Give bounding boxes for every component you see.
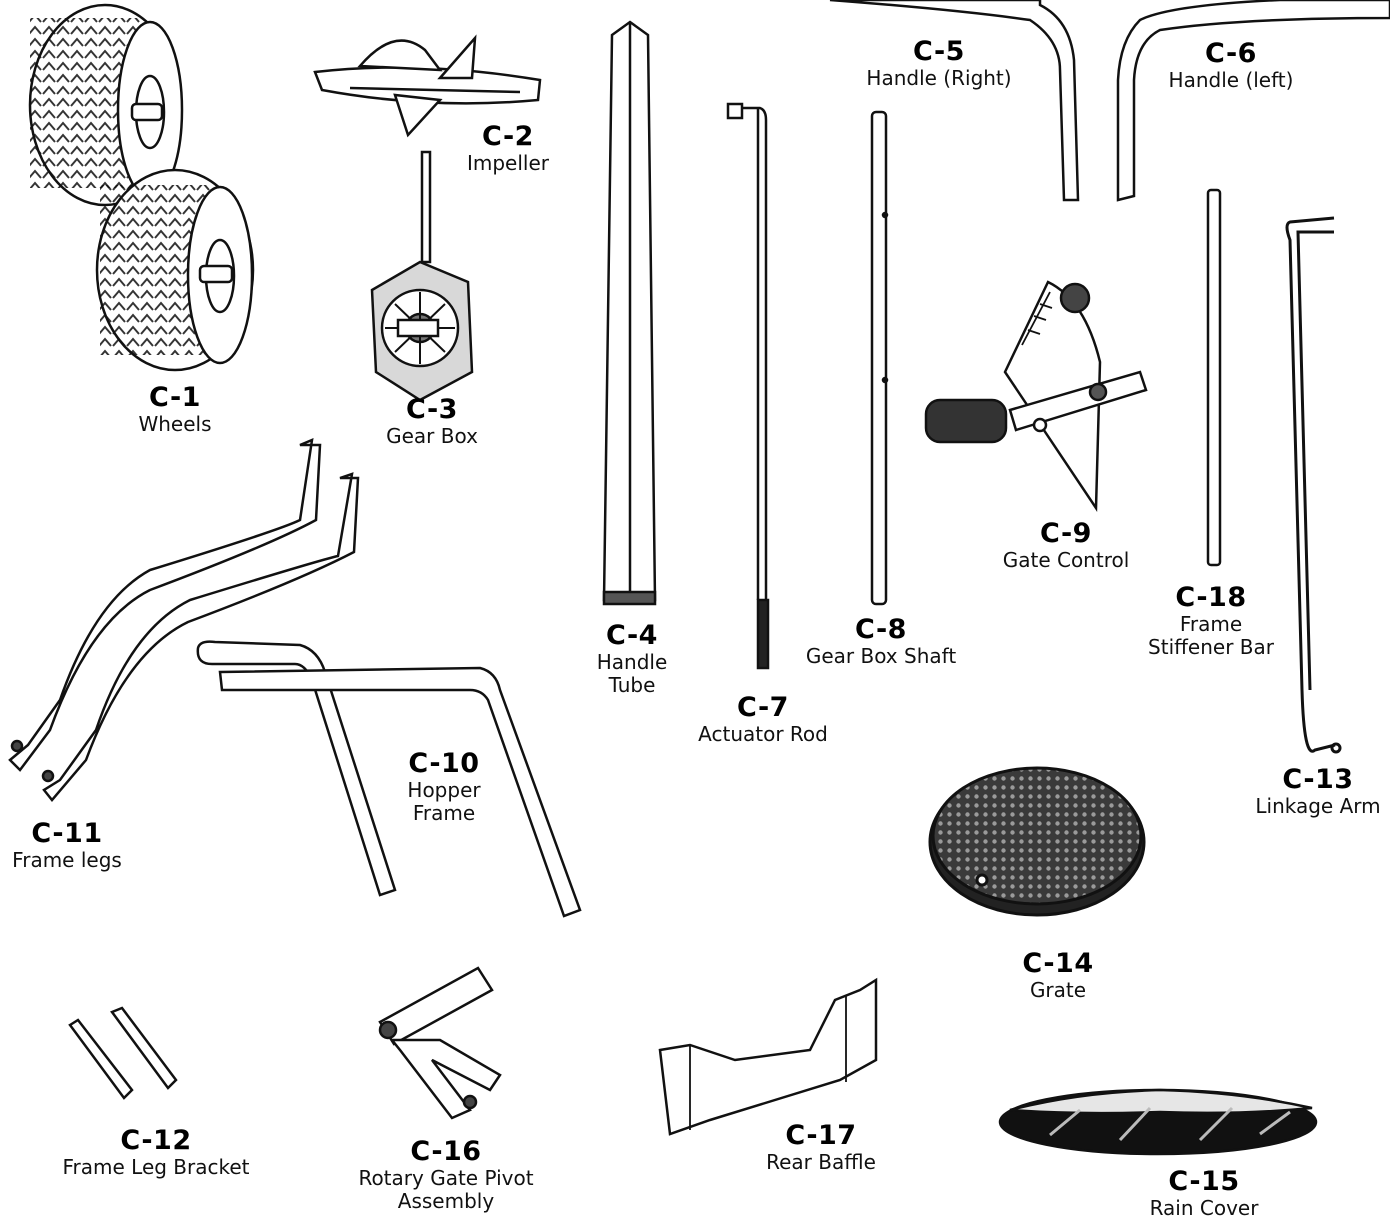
part-name: Wheels: [138, 412, 212, 437]
part-name: Gear Box: [386, 424, 478, 449]
part-code: C-9: [1040, 518, 1092, 549]
part-label-c12: C-12 Frame Leg Bracket: [62, 1125, 249, 1179]
part-label-c13: C-13 Linkage Arm: [1255, 764, 1380, 818]
part-name: Impeller: [466, 151, 550, 176]
part-label-c10: C-10 Hopper Frame: [407, 748, 480, 825]
part-code: C-6: [1205, 38, 1257, 69]
part-label-c6: C-6 Handle (left): [1169, 38, 1294, 92]
part-name: Rotary Gate Pivot Assembly: [358, 1166, 534, 1214]
actuator-rod-drawing: [726, 102, 770, 670]
part-name: Actuator Rod: [698, 722, 828, 747]
part-label-c2: C-2 Impeller: [467, 121, 549, 175]
frame-legs-drawing: [8, 437, 360, 802]
part-name: Gate Control: [1002, 548, 1130, 573]
part-name: Handle (Right): [866, 66, 1012, 91]
part-code: C-4: [606, 620, 658, 651]
part-label-c3: C-3 Gear Box: [386, 394, 478, 448]
part-code: C-13: [1282, 764, 1354, 795]
part-code: C-11: [31, 818, 103, 849]
part-name: Rear Baffle: [766, 1150, 876, 1175]
part-label-c14: C-14 Grate: [1022, 948, 1093, 1002]
part-code: C-15: [1168, 1166, 1240, 1197]
part-name: Hopper Frame: [407, 778, 481, 826]
part-code: C-17: [785, 1120, 857, 1151]
part-name: Gear Box Shaft: [805, 644, 957, 669]
part-code: C-18: [1175, 582, 1247, 613]
linkage-arm-drawing: [1285, 216, 1342, 754]
part-code: C-1: [149, 382, 201, 413]
gear-box-drawing: [370, 150, 474, 402]
part-code: C-7: [737, 692, 789, 723]
part-label-c5: C-5 Handle (Right): [866, 36, 1011, 90]
handles-drawing: [829, 0, 1390, 202]
part-name: Rain Cover: [1149, 1196, 1259, 1221]
rotary-gate-pivot-assembly-drawing: [378, 966, 502, 1120]
frame-stiffener-bar-drawing: [1206, 188, 1222, 567]
part-name: Grate: [1029, 978, 1087, 1003]
handle-tube-drawing: [602, 20, 657, 606]
gate-control-drawing: [924, 280, 1148, 512]
part-code: C-5: [913, 36, 965, 67]
rear-baffle-drawing: [658, 977, 878, 1136]
part-code: C-14: [1022, 948, 1094, 979]
part-label-c4: C-4 Handle Tube: [597, 620, 668, 697]
part-name: Frame Stiffener Bar: [1148, 612, 1274, 660]
part-label-c11: C-11 Frame legs: [12, 818, 122, 872]
part-label-c8: C-8 Gear Box Shaft: [806, 614, 956, 668]
part-name: Frame legs: [12, 848, 122, 873]
part-label-c17: C-17 Rear Baffle: [766, 1120, 876, 1174]
wheels-drawing: [28, 3, 255, 372]
part-name: Handle Tube: [596, 650, 668, 698]
part-code: C-3: [406, 394, 458, 425]
part-code: C-16: [410, 1136, 482, 1167]
part-label-c18: C-18 Frame Stiffener Bar: [1148, 582, 1274, 659]
part-label-c15: C-15 Rain Cover: [1150, 1166, 1259, 1220]
part-label-c7: C-7 Actuator Rod: [698, 692, 828, 746]
grate-drawing: [928, 766, 1146, 917]
part-code: C-2: [482, 121, 534, 152]
hopper-frame-drawing: [196, 640, 582, 918]
part-name: Frame Leg Bracket: [62, 1155, 250, 1180]
frame-leg-bracket-drawing: [68, 1006, 178, 1100]
part-label-c16: C-16 Rotary Gate Pivot Assembly: [358, 1136, 533, 1213]
part-label-c9: C-9 Gate Control: [1003, 518, 1130, 572]
gear-box-shaft-drawing: [870, 110, 889, 606]
part-name: Linkage Arm: [1255, 794, 1381, 819]
rain-cover-drawing: [998, 1088, 1318, 1156]
part-code: C-8: [855, 614, 907, 645]
part-code: C-10: [408, 748, 480, 779]
part-label-c1: C-1 Wheels: [138, 382, 211, 436]
part-name: Handle (left): [1168, 68, 1294, 93]
impeller-drawing: [313, 34, 542, 138]
part-code: C-12: [120, 1125, 192, 1156]
